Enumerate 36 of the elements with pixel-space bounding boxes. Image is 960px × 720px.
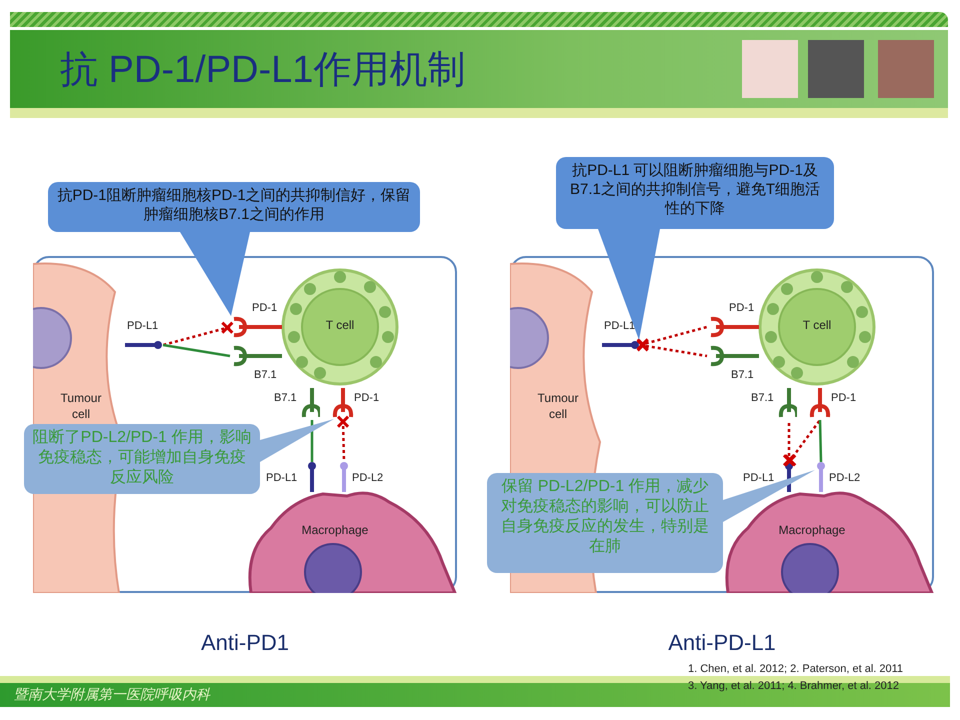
dashed-connector: [162, 326, 230, 346]
receptor-label: B7.1: [254, 369, 277, 382]
receptor-label: B7.1: [731, 369, 754, 382]
connector: [818, 420, 822, 462]
receptor-label: PD-L1: [743, 472, 774, 485]
cell-label: Tumour cell: [536, 390, 580, 422]
receptor-label: PD-L1: [127, 320, 158, 333]
cell-label: Tumour cell: [60, 390, 102, 422]
receptor-label: PD-L1: [604, 320, 636, 333]
receptor-label: PD-1: [252, 302, 278, 315]
callout-pointer: [260, 419, 334, 462]
cell-label: Macrophage: [778, 522, 846, 538]
panel-heading: Anti-PD-L1: [667, 630, 777, 656]
panel-heading: Anti-PD1: [200, 630, 290, 656]
receptor-label: PD-1: [354, 392, 380, 405]
reference-note: 1. Chen, et al. 2012; 2. Paterson, et al. 2011: [688, 663, 904, 675]
receptor-label: PD-L1: [266, 472, 298, 485]
cell-label: Macrophage: [300, 522, 370, 538]
receptor-label: PD-1: [831, 392, 856, 405]
cell-label: T cell: [802, 317, 832, 333]
footer-text: 暨南大学附属第一医院呼吸内科: [14, 686, 210, 704]
callout-pointer: [723, 470, 815, 522]
callout-pointer: [598, 229, 660, 340]
dashed-connector: [640, 344, 708, 358]
slide-title: 抗 PD-1/PD-L1作用机制: [60, 48, 466, 93]
callout-pointer: [180, 232, 250, 316]
receptor-label: PD-L2: [352, 472, 384, 485]
receptor-label: B7.1: [274, 392, 297, 405]
receptor-label: B7.1: [751, 392, 774, 405]
callout-bubble: 保留 PD-L2/PD-1 作用，减少对免疫稳态的影响，可以防止自身免疫反应的发生，特别是在肺: [487, 473, 723, 573]
receptor-label: PD-1: [729, 302, 754, 315]
reference-note: 3. Yang, et al. 2011; 4. Brahmer, et al. 2012: [688, 680, 899, 692]
receptor-label: PD-L2: [829, 472, 860, 485]
connector: [162, 344, 230, 358]
connector: [310, 420, 314, 462]
cell-label: T cell: [324, 317, 356, 333]
